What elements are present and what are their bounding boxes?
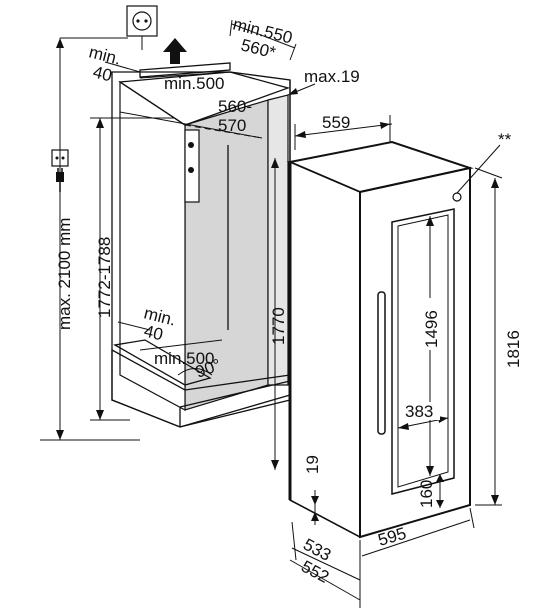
label-max-gap: max.19 bbox=[304, 67, 360, 86]
label-niche-height: 1772-1788 bbox=[95, 237, 114, 318]
footnote-marker: ** bbox=[456, 130, 512, 194]
label-door-height: 1496 bbox=[422, 310, 441, 348]
label-bottom-height: 160 bbox=[417, 480, 436, 508]
dim-max-gap: max.19 bbox=[287, 67, 360, 96]
dim-top-depth: min.550 560* bbox=[229, 14, 297, 62]
dim-plinth-offset: 19 bbox=[303, 455, 322, 525]
dim-max-height: max. 2100 mm bbox=[40, 37, 140, 441]
label-niche-width-a: 560- bbox=[218, 97, 252, 116]
label-inner-height: 1770 bbox=[269, 307, 288, 345]
wall-socket-icon bbox=[126, 5, 158, 50]
dim-bottom-vent-width: min.500 bbox=[139, 339, 223, 368]
label-top-vent-40: 40 bbox=[91, 62, 114, 85]
dim-appliance-top-width: 559 bbox=[294, 113, 393, 150]
dim-inner-height: 1770 bbox=[269, 158, 288, 470]
label-niche-width-b: 570 bbox=[218, 116, 246, 135]
label-appliance-height: 1816 bbox=[504, 330, 523, 368]
dim-top-vent-depth: min. 40 bbox=[87, 42, 141, 85]
dim-bottom-height: 160 bbox=[417, 474, 444, 508]
dim-appliance-height: 1816 bbox=[474, 167, 523, 506]
dim-depths: 533 552 bbox=[289, 521, 361, 608]
label-max-height: max. 2100 mm bbox=[55, 218, 74, 330]
label-plinth-offset: 19 bbox=[303, 455, 322, 474]
arrow-up-icon bbox=[163, 38, 187, 64]
appliance bbox=[286, 140, 474, 539]
dim-niche-height: 1772-1788 bbox=[90, 117, 175, 421]
dim-top-vent-width: min.500 bbox=[139, 71, 233, 93]
dim-door-width: 383 bbox=[397, 402, 449, 430]
label-footnote-mark: ** bbox=[498, 130, 512, 149]
dim-niche-width: 560- 570 bbox=[119, 97, 263, 139]
label-bottom-vent-40: 40 bbox=[142, 321, 165, 344]
dim-door-height: 1496 bbox=[418, 216, 442, 476]
label-appliance-top-width: 559 bbox=[322, 113, 350, 132]
label-door-width: 383 bbox=[405, 402, 433, 421]
label-top-vent-width: min.500 bbox=[164, 74, 224, 93]
label-bottom-vent-width: min.500 bbox=[154, 349, 214, 368]
